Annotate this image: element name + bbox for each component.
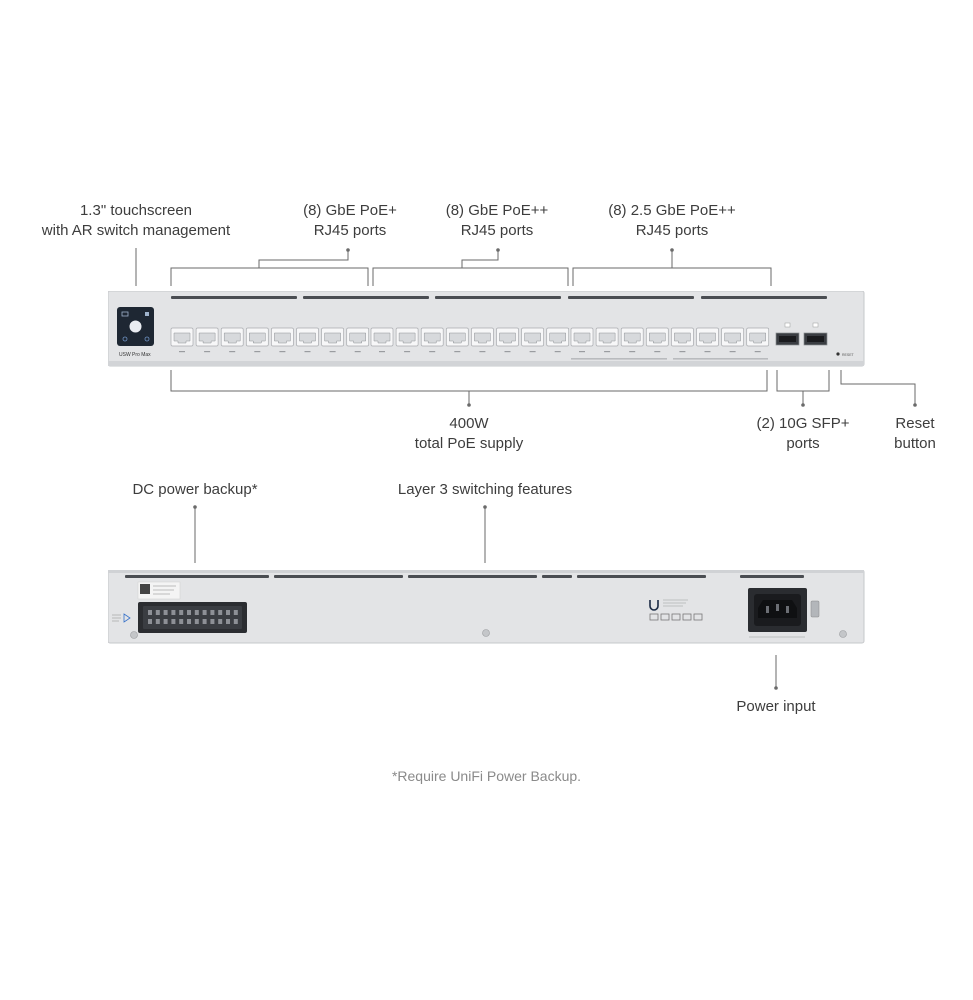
gbe-poe-plusplus-callout: (8) GbE PoE++ RJ45 ports: [445, 202, 549, 239]
touchscreen[interactable]: [117, 307, 154, 346]
touchscreen-callout: 1.3" touchscreen with AR switch manageme…: [41, 202, 231, 239]
rear-vents: [125, 575, 804, 578]
rj45-port[interactable]: [570, 327, 594, 353]
reset-text: RESET: [842, 353, 855, 357]
ubiquiti-logo-icon: [649, 600, 659, 611]
rj45-port[interactable]: [696, 327, 719, 353]
gbe25-poe-plusplus-callout: (8) 2.5 GbE PoE++ RJ45 ports: [608, 202, 736, 239]
rj45-port[interactable]: [546, 327, 570, 353]
rj45-port[interactable]: [521, 327, 544, 353]
rj45-port[interactable]: [245, 327, 269, 353]
reset-button[interactable]: [836, 352, 840, 356]
dc-power-backup-connector[interactable]: [138, 602, 247, 633]
sfp-ports: [775, 322, 828, 346]
rj45-port[interactable]: [620, 327, 644, 353]
certification-marks-icon: [649, 613, 703, 621]
rj45-ports: [170, 327, 770, 360]
footnote: *Require UniFi Power Backup.: [391, 768, 582, 784]
rj45-port[interactable]: [595, 327, 619, 353]
front-vents: [171, 296, 827, 299]
reset-callout: Reset button: [894, 415, 936, 452]
rj45-port[interactable]: [321, 327, 344, 353]
rj45-port[interactable]: [296, 327, 319, 353]
rj45-port[interactable]: [496, 327, 519, 353]
rj45-port[interactable]: [420, 327, 444, 353]
rj45-port[interactable]: [370, 327, 394, 353]
rj45-port[interactable]: [170, 327, 194, 353]
rj45-port[interactable]: [721, 327, 744, 353]
layer3-callout: Layer 3 switching features: [397, 481, 573, 498]
rj45-port[interactable]: [346, 327, 370, 353]
poe-supply-callout: 400W total PoE supply: [414, 415, 524, 452]
front-panel: USW Pro Max RESET: [108, 291, 865, 367]
power-input-callout: Power input: [736, 698, 816, 715]
dc-backup-callout: DC power backup*: [132, 481, 258, 498]
sfp-callout: (2) 10G SFP+ ports: [756, 415, 850, 452]
rj45-port[interactable]: [645, 327, 669, 353]
rear-panel: [108, 570, 865, 644]
rj45-port[interactable]: [395, 327, 419, 353]
rj45-port[interactable]: [445, 327, 469, 353]
power-inlet[interactable]: [748, 588, 807, 632]
rj45-port[interactable]: [195, 327, 219, 353]
rear-screws: [130, 629, 847, 639]
rj45-port[interactable]: [471, 327, 494, 353]
rj45-port[interactable]: [220, 327, 244, 353]
sfp-port[interactable]: [775, 322, 800, 346]
rj45-port[interactable]: [271, 327, 294, 353]
rj45-port[interactable]: [671, 327, 694, 353]
device-label: USW Pro Max: [119, 352, 151, 358]
rj45-port[interactable]: [746, 327, 770, 353]
gbe-poe-plus-callout: (8) GbE PoE+ RJ45 ports: [303, 202, 397, 239]
backup-arrow-icon: [123, 613, 131, 623]
sfp-port[interactable]: [803, 322, 828, 346]
